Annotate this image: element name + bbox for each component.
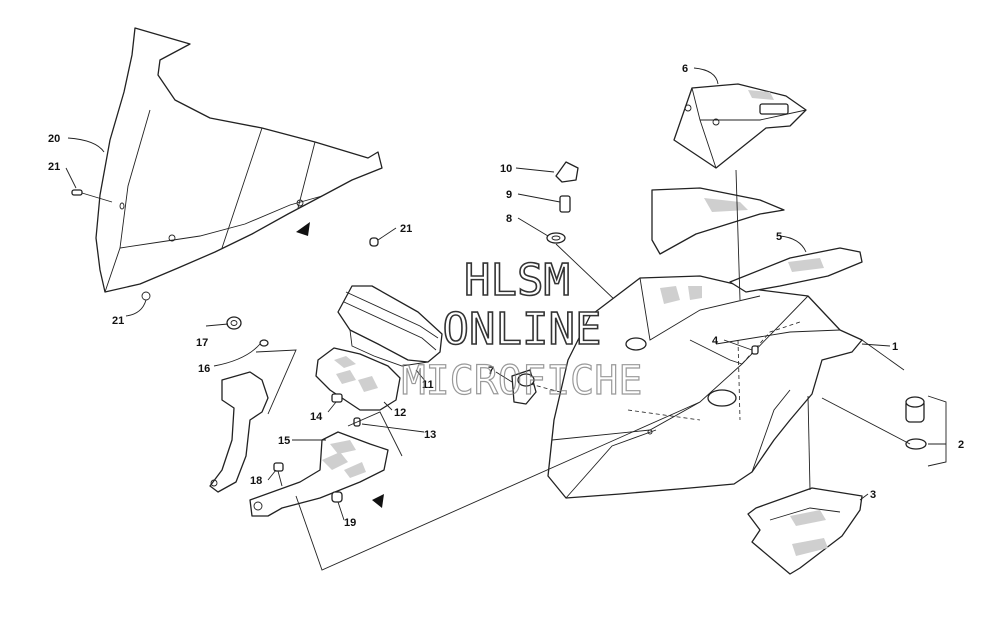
washer-16 (259, 339, 269, 347)
floor-mat (747, 395, 863, 575)
screw-4 (751, 345, 759, 355)
bracket-leader (255, 349, 297, 415)
callout-5: 5 (776, 231, 782, 243)
callout-15: 15 (278, 435, 290, 447)
callout-14: 14 (310, 411, 323, 423)
callout-13: 13 (424, 429, 436, 441)
callout-18: 18 (250, 475, 262, 487)
bolt-18 (273, 462, 284, 487)
windshield (95, 27, 383, 301)
callout-12: 12 (394, 407, 406, 419)
callout-21: 21 (400, 223, 412, 235)
ignition-cap (555, 161, 579, 183)
callout-6: 6 (682, 63, 688, 75)
power-socket (821, 339, 947, 467)
washer-17 (226, 316, 242, 330)
gauge-bracket (315, 347, 401, 411)
callout-10: 10 (500, 163, 512, 175)
callout-3: 3 (870, 489, 876, 501)
callout-17: 17 (196, 337, 208, 349)
screw-21-left (71, 189, 113, 203)
ignition-key (559, 195, 571, 213)
storage-box (673, 83, 807, 169)
hood-panel (547, 275, 863, 499)
assembly-leader (295, 401, 701, 571)
callout-8: 8 (506, 213, 512, 225)
callout-21: 21 (112, 315, 124, 327)
callout-11: 11 (422, 379, 434, 391)
ignition-nut (546, 232, 566, 244)
nut-19 (331, 491, 343, 503)
grill-panel-lower (729, 247, 863, 293)
callout-20: 20 (48, 133, 60, 145)
watermark-line1: HLSM (464, 255, 570, 306)
watermark-line3: MICROFICHE (402, 358, 643, 404)
gauge-assembly (337, 285, 443, 367)
callout-1: 1 (892, 341, 898, 353)
callout-2: 2 (958, 439, 964, 451)
screw-21-right (369, 237, 379, 247)
callout-4: 4 (712, 335, 719, 347)
bracket-leader-2 (347, 411, 403, 457)
watermark-line2: ONLINE (443, 304, 602, 355)
callout-16: 16 (198, 363, 210, 375)
callout-21: 21 (48, 161, 60, 173)
callout-leaders (65, 67, 946, 521)
callout-19: 19 (344, 517, 356, 529)
callout-9: 9 (506, 189, 512, 201)
grill-panel-upper (651, 187, 785, 255)
callout-7: 7 (488, 365, 494, 377)
mounting-bracket (209, 371, 389, 517)
screw-14 (331, 393, 343, 403)
